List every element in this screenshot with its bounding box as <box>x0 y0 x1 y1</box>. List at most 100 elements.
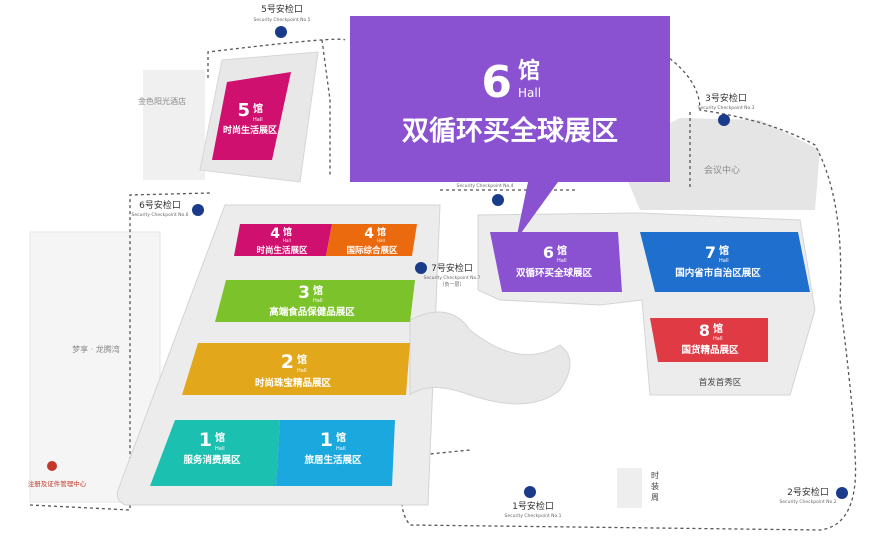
security-checkpoint-icon <box>492 194 504 206</box>
hall5-name: 时尚生活展区 <box>223 124 277 136</box>
hall2-label: 2 馆 Hall 时尚珠宝精品展区 <box>255 351 332 389</box>
cp7-sub: Security Checkpoint No.7 <box>424 275 481 281</box>
cp7-note: （负一层） <box>439 281 464 288</box>
hall7-label: 7 馆 Hall 国内省市自治区展区 <box>675 243 761 279</box>
hall1a-zone[interactable] <box>150 420 280 486</box>
security-checkpoint-icon <box>836 487 848 499</box>
hall3-zone[interactable] <box>215 280 415 322</box>
cp2-sub: Security Checkpoint No.2 <box>780 499 837 505</box>
cp5-title: 5号安检口 <box>261 3 303 15</box>
security-perimeter <box>29 38 857 531</box>
hall5-guan: 馆 <box>253 102 263 115</box>
hall7-name: 国内省市自治区展区 <box>675 267 761 279</box>
security-checkpoint-icon <box>415 262 427 274</box>
hall6-guan: 馆 <box>557 244 567 257</box>
hall4a-name: 时尚生活展区 <box>256 245 308 256</box>
hall7-zone[interactable] <box>640 232 810 292</box>
fashion-week-char-1: 时 <box>651 470 659 480</box>
hall8-zone[interactable] <box>650 318 768 362</box>
hall2-guan: 馆 <box>297 353 307 366</box>
cp1-sub: Security Checkpoint No.1 <box>505 513 562 519</box>
registration-center-label: 注册及证件管理中心 <box>28 479 87 488</box>
hall1a-en: Hall <box>215 446 225 452</box>
checkpoint-5[interactable]: 5号安检口 Security Checkpoint No.5 <box>254 3 311 38</box>
hall4a-zone[interactable] <box>234 224 332 256</box>
fashion-week-block <box>617 468 642 508</box>
cp3-sub: Security Checkpoint No.3 <box>698 105 755 111</box>
checkpoint-1[interactable]: 1号安检口 Security Checkpoint No.1 <box>505 486 562 519</box>
checkpoint-2[interactable]: 2号安检口 Security Checkpoint No.2 <box>780 486 849 505</box>
hall7-en: Hall <box>719 258 729 264</box>
hall2-num: 2 <box>281 351 294 373</box>
checkpoint-7[interactable]: 7号安检口 Security Checkpoint No.7 （负一层） <box>415 262 481 288</box>
hall5-en: Hall <box>253 117 263 123</box>
cp5-sub: Security Checkpoint No.5 <box>254 17 311 23</box>
hotel-block <box>143 70 205 180</box>
hall8-name: 国货精品展区 <box>681 344 739 356</box>
cp1-title: 1号安检口 <box>512 500 554 512</box>
hall4a-en: Hall <box>283 238 291 243</box>
security-checkpoint-icon <box>192 204 204 216</box>
checkpoint-3[interactable]: 3号安检口 Security Checkpoint No.3 <box>698 92 755 126</box>
security-checkpoint-icon <box>524 486 536 498</box>
hall4b-num: 4 <box>364 226 374 242</box>
hall3-en: Hall <box>313 298 323 304</box>
hall4b-guan: 馆 <box>377 226 386 238</box>
hall8-num: 8 <box>699 321 710 340</box>
cp6-sub: Security Checkpoint No.6 <box>132 212 189 218</box>
hall6-zone[interactable] <box>490 232 622 292</box>
hall5-zone[interactable] <box>212 72 291 160</box>
hall1b-label: 1 馆 Hall 旅居生活展区 <box>304 429 362 466</box>
hall3-guan: 馆 <box>313 284 323 297</box>
hall6-label: 6 馆 Hall 双循环买全球展区 <box>515 243 593 279</box>
fashion-week-char-3: 周 <box>651 493 659 502</box>
hall1a-num: 1 <box>199 429 212 451</box>
hall3-label: 3 馆 Hall 高端食品保健品展区 <box>269 283 355 318</box>
callout-name: 双循环买全球展区 <box>402 115 618 147</box>
checkpoint-4[interactable]: Security Checkpoint No.4 <box>457 183 514 206</box>
callout-bubble <box>350 16 670 240</box>
security-checkpoint-icon <box>718 114 730 126</box>
hall1b-guan: 馆 <box>336 431 346 444</box>
hall4a-num: 4 <box>270 226 280 242</box>
hall1b-num: 1 <box>320 429 333 451</box>
cp4-sub: Security Checkpoint No.4 <box>457 183 514 189</box>
hall2-zone[interactable] <box>182 343 410 395</box>
cp3-title: 3号安检口 <box>705 92 747 104</box>
hall7-num: 7 <box>705 243 716 262</box>
mengting-label: 梦享 · 龙腾湾 <box>72 344 120 354</box>
cp7-title: 7号安检口 <box>431 262 473 274</box>
hall1a-name: 服务消费展区 <box>183 454 241 466</box>
hall6-num: 6 <box>543 243 554 262</box>
hall8-guan: 馆 <box>713 322 723 335</box>
hall6-callout: 6 馆 Hall 双循环买全球展区 <box>350 16 670 240</box>
hall4a-guan: 馆 <box>283 226 292 238</box>
callout-en: Hall <box>518 86 541 100</box>
hall1a-label: 1 馆 Hall 服务消费展区 <box>183 429 241 466</box>
security-checkpoint-icon <box>275 26 287 38</box>
callout-guan: 馆 <box>518 58 540 84</box>
hall4b-name: 国际综合展区 <box>346 245 398 256</box>
hall5-label: 5 馆 Hall 时尚生活展区 <box>223 100 277 136</box>
fashion-week-char-2: 装 <box>651 481 659 491</box>
hall1b-name: 旅居生活展区 <box>304 454 362 466</box>
hall1b-zone[interactable] <box>276 420 395 486</box>
hall2-en: Hall <box>297 368 307 374</box>
hall4b-label: 4 馆 Hall 国际综合展区 <box>346 226 398 256</box>
hall1b-en: Hall <box>336 446 346 452</box>
registration-center-icon <box>47 461 57 471</box>
hall6-en: Hall <box>557 258 567 264</box>
hall1a-guan: 馆 <box>215 431 225 444</box>
hall4a-label: 4 馆 Hall 时尚生活展区 <box>256 226 308 256</box>
checkpoint-6[interactable]: 6号安检口 Security Checkpoint No.6 <box>132 199 205 218</box>
debut-area-label: 首发首秀区 <box>699 377 742 388</box>
hall3-num: 3 <box>298 283 310 303</box>
hall4b-zone[interactable] <box>326 224 417 256</box>
hall3-name: 高端食品保健品展区 <box>269 306 355 318</box>
hall6-name: 双循环买全球展区 <box>515 267 593 279</box>
hall5-num: 5 <box>237 100 250 121</box>
hall4b-en: Hall <box>377 238 385 243</box>
hall8-en: Hall <box>713 336 723 342</box>
